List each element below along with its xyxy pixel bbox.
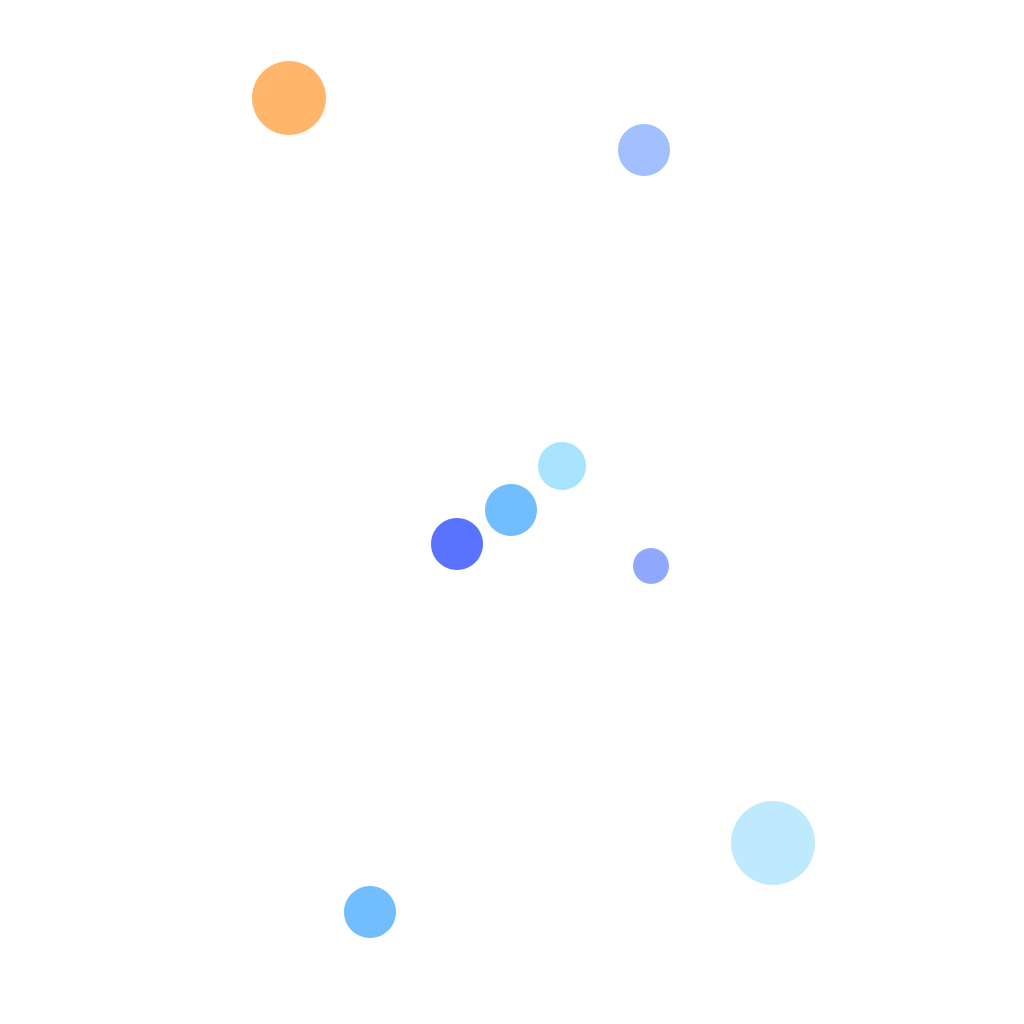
bubble-pale-blue-center[interactable]	[538, 442, 586, 490]
bubble-sky-blue-bottom[interactable]	[344, 886, 396, 938]
bubble-sky-blue-center[interactable]	[485, 484, 537, 536]
bubble-layer	[252, 61, 815, 938]
bubble-pale-blue-large[interactable]	[731, 801, 815, 885]
bubble-periwinkle-top[interactable]	[618, 124, 670, 176]
bubble-lavender-right[interactable]	[633, 548, 669, 584]
bubble-royal-blue-center[interactable]	[431, 518, 483, 570]
bubble-orange[interactable]	[252, 61, 326, 135]
